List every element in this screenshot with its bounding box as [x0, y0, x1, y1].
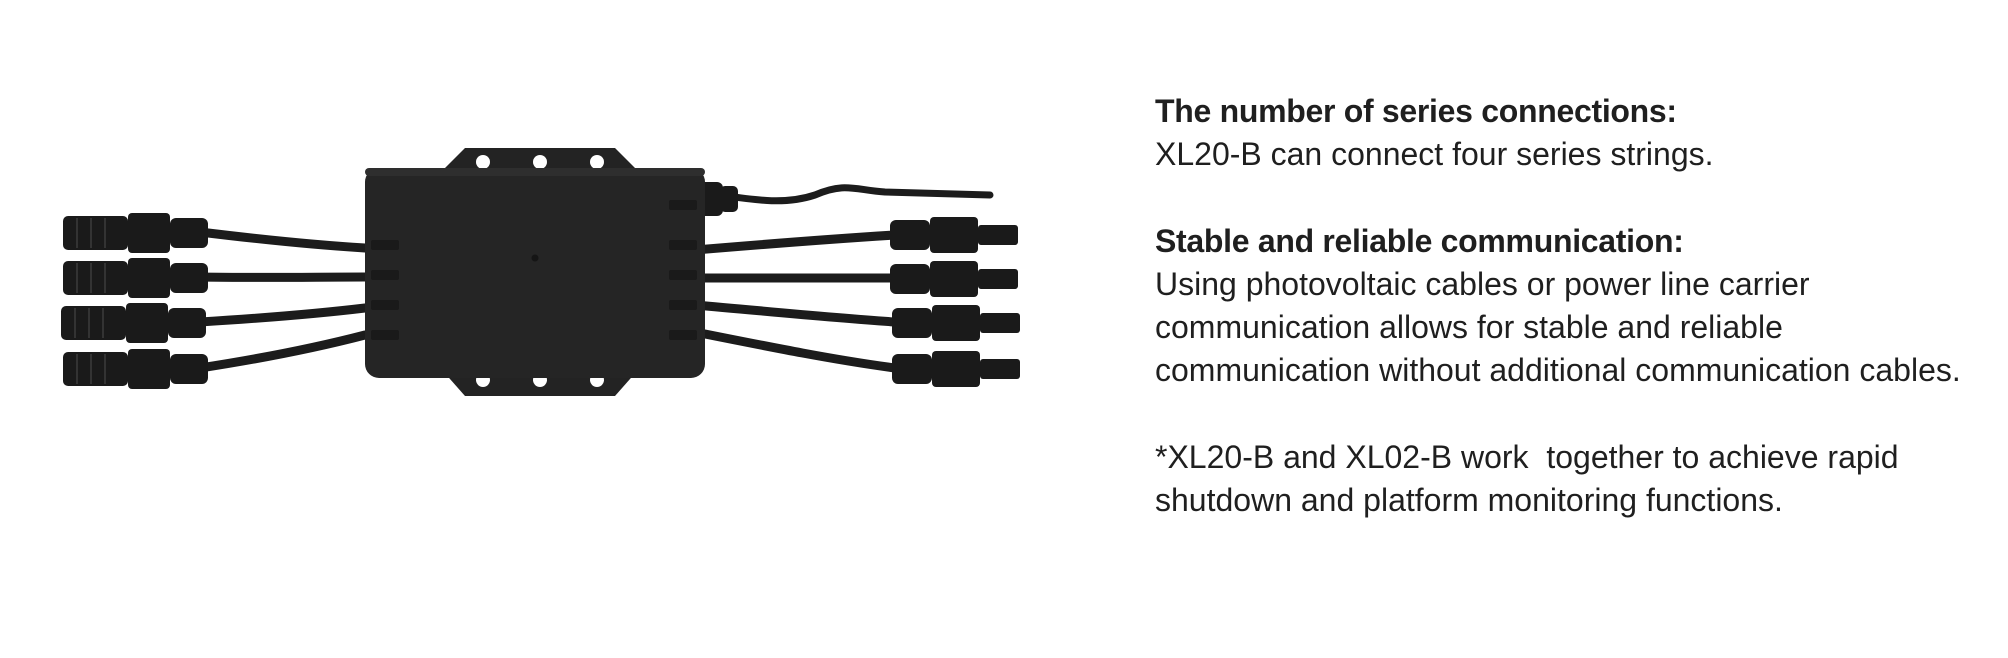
series-connections-heading: The number of series connections:: [1155, 93, 1677, 129]
box-terminals: [371, 200, 697, 340]
right-connector-1: [890, 217, 1018, 253]
left-connector-2: [63, 258, 208, 298]
series-connections-text: XL20-B can connect four series strings.: [1155, 136, 1714, 172]
description-panel: The number of series connections: XL20-B…: [1155, 90, 1975, 522]
right-connector-2: [890, 261, 1018, 297]
right-connector-3: [892, 305, 1020, 341]
right-connectors: [890, 217, 1020, 387]
junction-box-body: [365, 168, 705, 378]
left-connector-4: [63, 349, 208, 389]
right-connector-4: [892, 351, 1020, 387]
right-cables: [690, 184, 994, 373]
left-connector-1: [63, 213, 208, 253]
product-image: [55, 100, 1045, 420]
junction-box-with-cables-icon: [61, 148, 1020, 396]
communication-section: Stable and reliable communication: Using…: [1155, 220, 1975, 392]
left-cables: [195, 227, 370, 373]
communication-heading: Stable and reliable communication:: [1155, 223, 1684, 259]
left-connector-3: [61, 303, 206, 343]
footnote: *XL20-B and XL02-B work together to achi…: [1155, 439, 1908, 518]
series-connections-section: The number of series connections: XL20-B…: [1155, 90, 1975, 176]
communication-text: Using photovoltaic cables or power line …: [1155, 266, 1961, 388]
left-connectors: [61, 213, 208, 389]
